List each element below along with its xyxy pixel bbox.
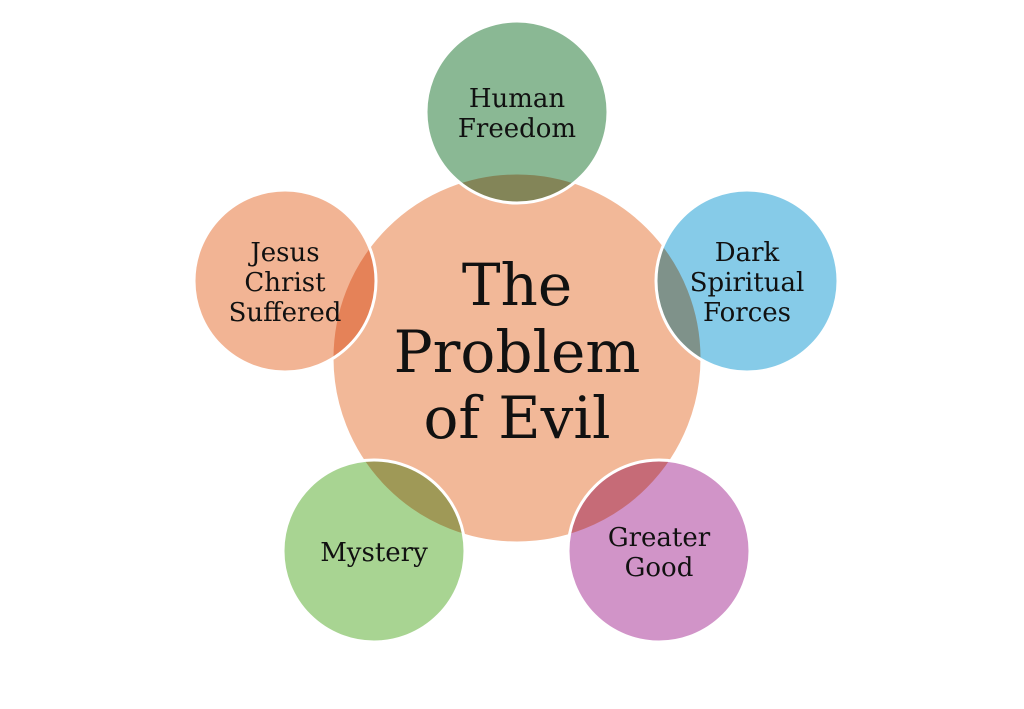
satellite-label-line: Dark [715,238,780,268]
satellite-mystery: Mystery [281,458,467,644]
satellite-circle [283,460,465,642]
satellite-border [566,458,752,644]
satellite-label-line: Jesus [247,238,319,268]
center-circle-group: The Problem of Evil [330,171,704,545]
satellite-border [424,19,610,205]
center-label-line: Problem [394,318,641,386]
satellite-circle [656,190,838,372]
satellite-label-line: Human [469,84,566,114]
satellite-label-line: Forces [703,298,791,328]
center-label-line: of Evil [423,384,610,452]
satellite-label-line: Spiritual [690,268,805,298]
satellite-border [192,188,378,374]
satellite-circle [426,21,608,203]
satellite-label-line: Freedom [458,114,576,144]
satellite-label-line: Christ [244,268,326,298]
satellite-border [281,458,467,644]
satellite-circle [568,460,750,642]
satellite-label-line: Good [625,553,694,583]
center-label-line: The [462,251,572,319]
satellite-border [654,188,840,374]
satellite-circle [194,190,376,372]
satellite-label-line: Suffered [229,298,342,328]
satellite-label-line: Mystery [320,538,428,568]
satellite-label-line: Greater [608,523,711,553]
